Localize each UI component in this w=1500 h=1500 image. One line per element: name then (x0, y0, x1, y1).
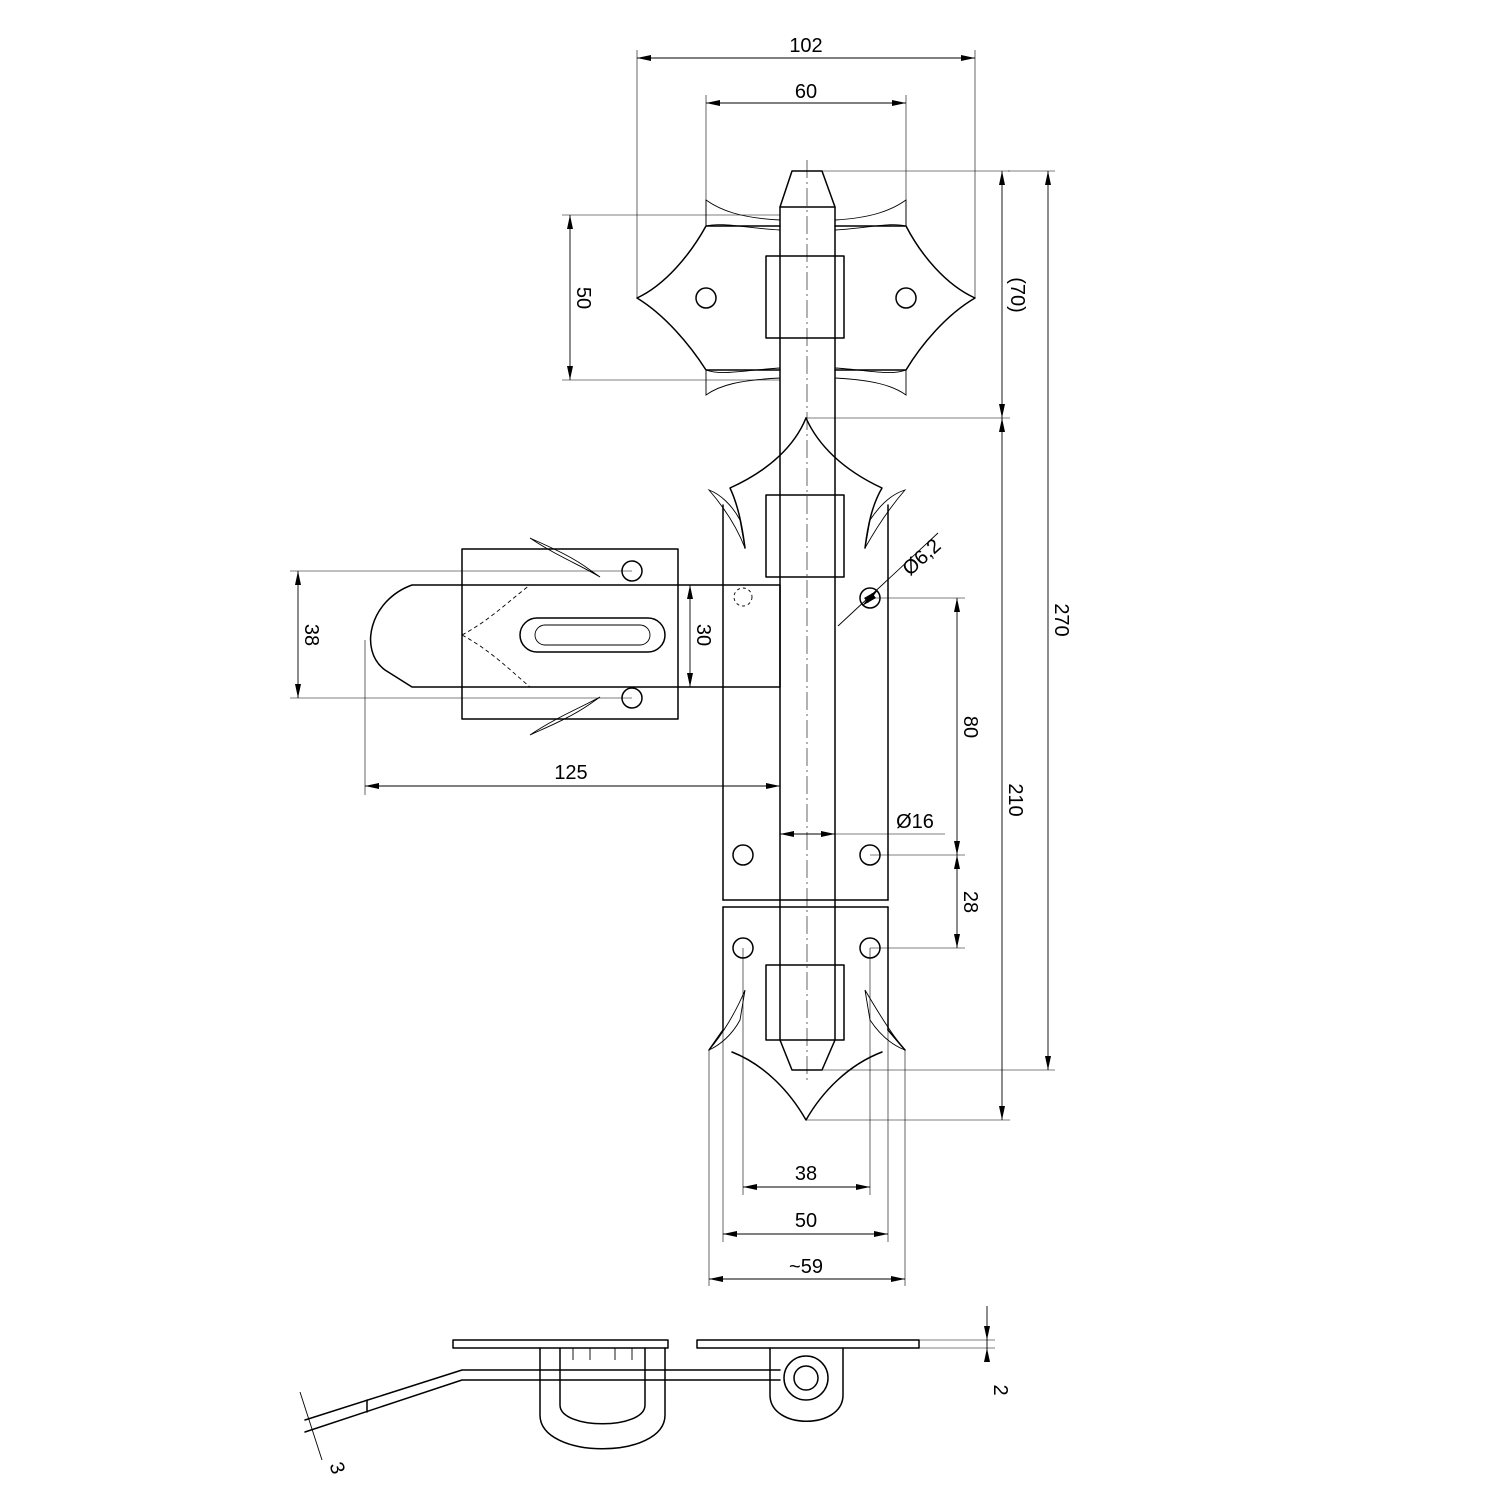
side-plate-right (696, 1339, 920, 1349)
dim-top-overall-width: 102 (789, 35, 822, 57)
dimension-arrows (295, 55, 1051, 1362)
bolt-tip-bottom (779, 1039, 836, 1071)
dim-top-hole-spacing: 60 (795, 81, 817, 103)
dim-hasp-length: 125 (554, 762, 587, 784)
bolt-rod (765, 160, 845, 1080)
dim-plate-length: 210 (1004, 783, 1026, 816)
dimension-lines (290, 50, 1055, 1461)
dim-side-thickness-plate: 2 (989, 1384, 1011, 1395)
dim-bolt-top-length: (70) (1006, 277, 1028, 313)
dim-hole-spacing-vertical: 80 (959, 716, 981, 738)
side-view (304, 1339, 920, 1450)
dim-bolt-diameter: Ø16 (896, 811, 934, 833)
top-keeper-plate (636, 199, 976, 396)
top-left-screw-hole (695, 287, 717, 309)
dim-bottom-overall-width: ~59 (789, 1256, 823, 1278)
dim-top-plate-height: 50 (572, 287, 594, 309)
dim-hole-spacing-short: 28 (959, 891, 981, 913)
bottom-bolt-guide (765, 964, 845, 1041)
side-plate-left (452, 1339, 669, 1349)
bolt-tip-top (779, 170, 836, 208)
dim-bottom-hole-spacing: 38 (795, 1163, 817, 1185)
plate-hole-mid-left (732, 844, 754, 866)
main-base-plate (707, 417, 907, 1121)
hasp-slot (519, 617, 666, 653)
dim-slot-width: 30 (692, 624, 714, 646)
top-bolt-guide (765, 255, 845, 339)
hasp (369, 537, 781, 736)
dim-side-thickness-hasp: 3 (325, 1459, 349, 1476)
dim-overall-length: 270 (1050, 603, 1072, 636)
top-right-screw-hole (895, 287, 917, 309)
dim-hole-diameter: Ø6,2 (899, 535, 946, 580)
middle-bolt-guide (765, 494, 845, 578)
dimension-labels: 102 60 50 (70) 270 210 Ø6,2 38 30 125 80… (300, 35, 1072, 1477)
dim-bottom-plate-width: 50 (795, 1210, 817, 1232)
dim-hasp-height: 38 (300, 624, 322, 646)
